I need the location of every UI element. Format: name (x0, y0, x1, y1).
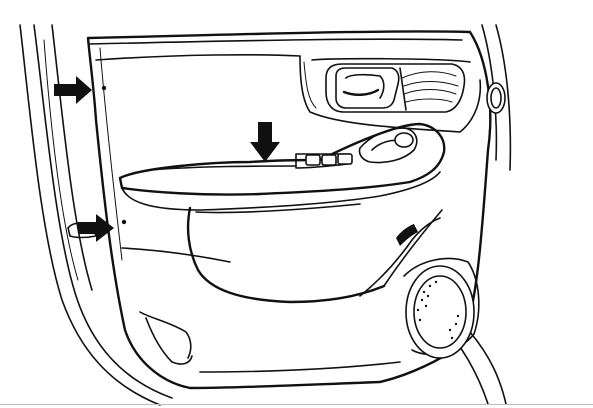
pillar-tweeter (486, 82, 506, 114)
arrow-lower-left (78, 214, 114, 242)
door-latch (67, 85, 127, 239)
door-speaker (403, 257, 480, 359)
door-pocket (121, 203, 443, 304)
speaker-grille-dots (416, 280, 460, 340)
inner-handle (325, 63, 466, 113)
lower-trim (139, 311, 401, 373)
armrest (118, 122, 446, 211)
window-switches (305, 127, 418, 166)
arrow-upper-left (54, 76, 92, 104)
arrow-center-top (250, 122, 280, 162)
upper-trim (299, 55, 482, 133)
bottom-divider (0, 404, 593, 405)
